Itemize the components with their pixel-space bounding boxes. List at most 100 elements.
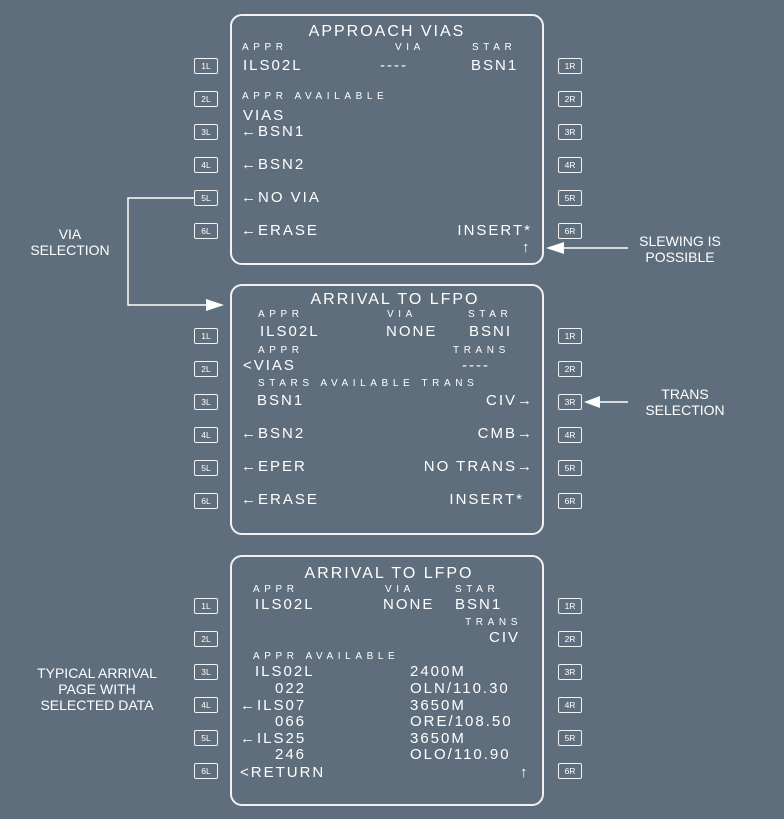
via-label: VIA bbox=[395, 42, 425, 53]
approach-navaid: OLO/110.90 bbox=[410, 746, 511, 763]
trans-option[interactable]: CIV→ bbox=[485, 392, 534, 409]
via-value: NONE bbox=[383, 596, 435, 613]
lsk-5l[interactable]: 5L bbox=[194, 460, 218, 476]
lsk-2l[interactable]: 2L bbox=[194, 361, 218, 377]
erase-option[interactable]: ←ERASE bbox=[241, 222, 319, 239]
approach-length: 3650M bbox=[410, 730, 466, 747]
star-option: BSN1 bbox=[257, 392, 305, 409]
slewing-arrowhead bbox=[546, 242, 564, 254]
lsk-2r[interactable]: 2R bbox=[558, 361, 582, 377]
via-value: ---- bbox=[380, 57, 408, 74]
trans-label: TRANS bbox=[453, 345, 510, 356]
appr-value: ILS02L bbox=[260, 323, 320, 340]
lsk-6l[interactable]: 6L bbox=[194, 493, 218, 509]
lsk-6r[interactable]: 6R bbox=[558, 493, 582, 509]
lsk-1r[interactable]: 1R bbox=[558, 598, 582, 614]
trans-value: ---- bbox=[462, 357, 490, 374]
via-value: NONE bbox=[386, 323, 438, 340]
slew-arrow-icon: ↑ bbox=[522, 239, 532, 256]
approach-navaid: ORE/108.50 bbox=[410, 713, 513, 730]
trans-value: CIV bbox=[488, 629, 520, 646]
star-option[interactable]: ←BSN2 bbox=[241, 425, 306, 442]
trans-option[interactable]: NO TRANS→ bbox=[423, 458, 534, 475]
via-label: VIA bbox=[387, 309, 417, 320]
appr-available-label: APPR AVAILABLE bbox=[242, 91, 389, 102]
lsk-6r[interactable]: 6R bbox=[558, 223, 582, 239]
lsk-2r[interactable]: 2R bbox=[558, 91, 582, 107]
approach-name[interactable]: ←ILS25 bbox=[240, 730, 307, 747]
star-value: BSN1 bbox=[471, 57, 519, 74]
approach-course: 066 bbox=[275, 713, 307, 730]
slew-arrow-icon: ↑ bbox=[520, 764, 530, 781]
lsk-1l[interactable]: 1L bbox=[194, 598, 218, 614]
approach-name[interactable]: ←ILS07 bbox=[240, 697, 307, 714]
vias-heading: VIAS bbox=[243, 107, 286, 124]
star-option[interactable]: ←EPER bbox=[241, 458, 307, 475]
trans-label: TRANS bbox=[465, 617, 522, 628]
appr-label: APPR bbox=[258, 309, 304, 320]
star-value: BSNI bbox=[469, 323, 513, 340]
star-label: STAR bbox=[472, 42, 517, 53]
lsk-1r[interactable]: 1R bbox=[558, 58, 582, 74]
approach-navaid: OLN/110.30 bbox=[410, 680, 510, 697]
trans-selection-arrowhead bbox=[584, 396, 600, 408]
lsk-4r[interactable]: 4R bbox=[558, 427, 582, 443]
via-option[interactable]: ←NO VIA bbox=[241, 189, 321, 206]
lsk-2r[interactable]: 2R bbox=[558, 631, 582, 647]
lsk-5r[interactable]: 5R bbox=[558, 730, 582, 746]
lsk-6l[interactable]: 6L bbox=[194, 763, 218, 779]
lsk-3l[interactable]: 3L bbox=[194, 394, 218, 410]
star-label: STAR bbox=[468, 309, 513, 320]
appr-value: ILS02L bbox=[255, 596, 315, 613]
page-title: ARRIVAL TO LFPO bbox=[304, 565, 474, 582]
lsk-3l[interactable]: 3L bbox=[194, 664, 218, 680]
lsk-4l[interactable]: 4L bbox=[194, 697, 218, 713]
appr-available-label: APPR AVAILABLE bbox=[253, 651, 400, 662]
trans-option[interactable]: CMB→ bbox=[477, 425, 534, 442]
insert-option[interactable]: INSERT* bbox=[449, 491, 524, 508]
lsk-5r[interactable]: 5R bbox=[558, 190, 582, 206]
lsk-4l[interactable]: 4L bbox=[194, 427, 218, 443]
trans-selection-note: TRANS SELECTION bbox=[645, 386, 725, 418]
mcdu-page-approach-vias bbox=[230, 14, 544, 265]
lsk-1l[interactable]: 1L bbox=[194, 58, 218, 74]
lsk-1r[interactable]: 1R bbox=[558, 328, 582, 344]
lsk-3r[interactable]: 3R bbox=[558, 124, 582, 140]
appr-label: APPR bbox=[242, 42, 288, 53]
lsk-4l[interactable]: 4L bbox=[194, 157, 218, 173]
lsk-4r[interactable]: 4R bbox=[558, 697, 582, 713]
page-title: ARRIVAL TO LFPO bbox=[310, 291, 480, 308]
lsk-5r[interactable]: 5R bbox=[558, 460, 582, 476]
typical-page-note: TYPICAL ARRIVAL PAGE WITH SELECTED DATA bbox=[37, 665, 157, 713]
mcdu-page-arrival-selected bbox=[230, 555, 544, 806]
lsk-6r[interactable]: 6R bbox=[558, 763, 582, 779]
lsk-4r[interactable]: 4R bbox=[558, 157, 582, 173]
slewing-note: SLEWING IS POSSIBLE bbox=[639, 233, 721, 265]
vias-link[interactable]: <VIAS bbox=[243, 357, 296, 374]
erase-option[interactable]: ←ERASE bbox=[241, 491, 319, 508]
approach-course: 246 bbox=[275, 746, 307, 763]
lsk-3l[interactable]: 3L bbox=[194, 124, 218, 140]
lsk-2l[interactable]: 2L bbox=[194, 91, 218, 107]
insert-option[interactable]: INSERT* bbox=[457, 222, 532, 239]
lsk-6l[interactable]: 6L bbox=[194, 223, 218, 239]
via-selection-note: VIA SELECTION bbox=[30, 226, 110, 258]
return-link[interactable]: <RETURN bbox=[240, 764, 326, 781]
appr-value: ILS02L bbox=[243, 57, 303, 74]
lsk-5l[interactable]: 5L bbox=[194, 190, 218, 206]
via-option[interactable]: ←BSN2 bbox=[241, 156, 306, 173]
appr-label: APPR bbox=[258, 345, 304, 356]
lsk-2l[interactable]: 2L bbox=[194, 631, 218, 647]
via-label: VIA bbox=[385, 584, 415, 595]
lsk-5l[interactable]: 5L bbox=[194, 730, 218, 746]
via-option[interactable]: ←BSN1 bbox=[241, 123, 306, 140]
approach-name: ILS02L bbox=[255, 663, 315, 680]
approach-length: 3650M bbox=[410, 697, 466, 714]
approach-length: 2400M bbox=[410, 663, 466, 680]
via-selection-connector bbox=[127, 197, 210, 306]
appr-label: APPR bbox=[253, 584, 299, 595]
lsk-1l[interactable]: 1L bbox=[194, 328, 218, 344]
lsk-3r[interactable]: 3R bbox=[558, 394, 582, 410]
lsk-3r[interactable]: 3R bbox=[558, 664, 582, 680]
